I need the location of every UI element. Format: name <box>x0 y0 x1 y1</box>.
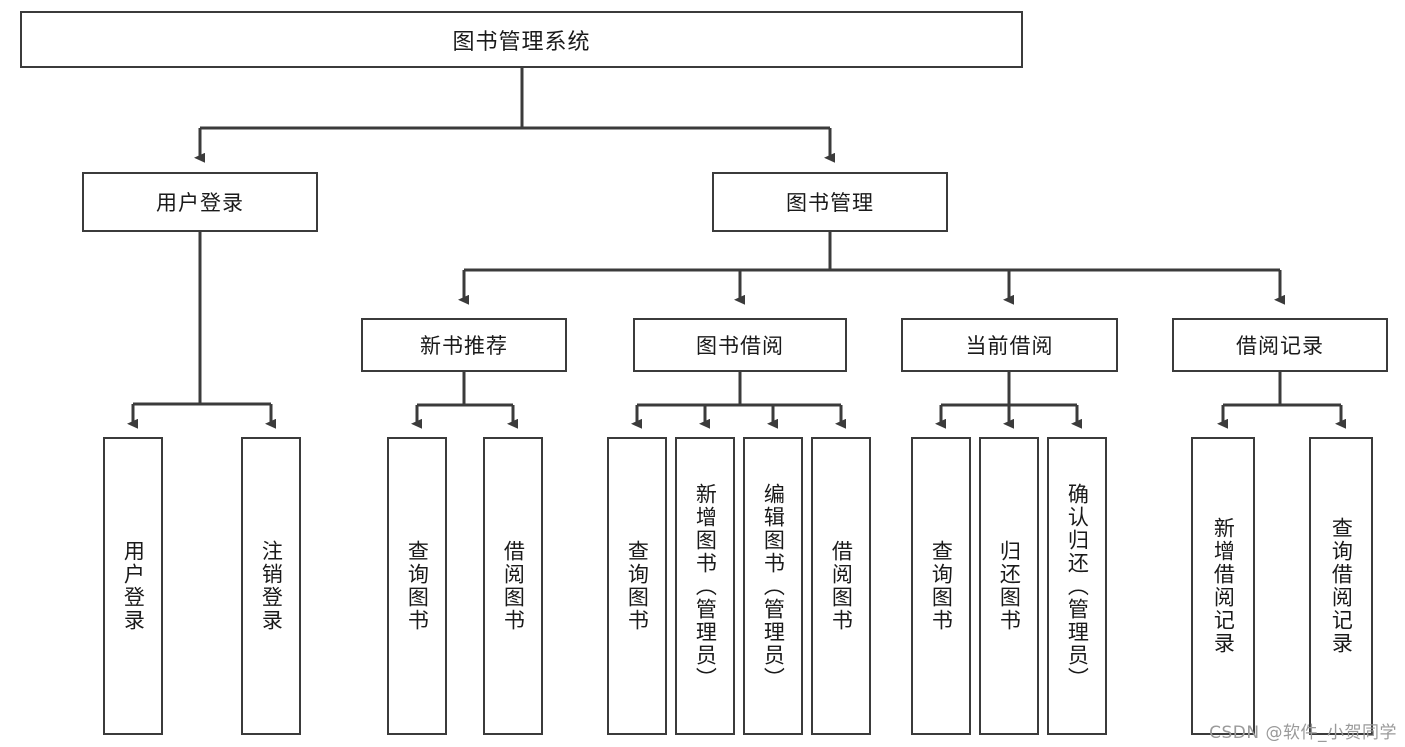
leaf-label: 确认归还（管理员） <box>1065 482 1090 690</box>
leaf-borrow-record-add[interactable]: 新增借阅记录 <box>1191 437 1255 735</box>
node-book-borrow-label: 图书借阅 <box>696 334 784 358</box>
leaf-label: 查询图书 <box>929 540 954 632</box>
node-user-login-label: 用户登录 <box>156 191 244 215</box>
leaf-current-borrow-return[interactable]: 归还图书 <box>979 437 1039 735</box>
leaf-label: 借阅图书 <box>501 540 526 632</box>
node-book-manage-label: 图书管理 <box>786 191 874 215</box>
leaf-label: 借阅图书 <box>829 540 854 632</box>
node-book-manage[interactable]: 图书管理 <box>712 172 948 232</box>
node-borrow-record[interactable]: 借阅记录 <box>1172 318 1388 372</box>
node-book-borrow[interactable]: 图书借阅 <box>633 318 847 372</box>
watermark: CSDN @软件_小贺同学 <box>1209 723 1397 743</box>
leaf-new-book-query[interactable]: 查询图书 <box>387 437 447 735</box>
leaf-book-borrow-add[interactable]: 新增图书（管理员） <box>675 437 735 735</box>
leaf-user-login-login[interactable]: 用户登录 <box>103 437 163 735</box>
node-new-book[interactable]: 新书推荐 <box>361 318 567 372</box>
leaf-current-borrow-confirm[interactable]: 确认归还（管理员） <box>1047 437 1107 735</box>
leaf-label: 用户登录 <box>121 540 146 632</box>
leaf-label: 查询图书 <box>405 540 430 632</box>
node-user-login[interactable]: 用户登录 <box>82 172 318 232</box>
node-root-label: 图书管理系统 <box>452 29 591 55</box>
leaf-label: 新增借阅记录 <box>1211 517 1236 655</box>
leaf-new-book-borrow[interactable]: 借阅图书 <box>483 437 543 735</box>
leaf-book-borrow-edit[interactable]: 编辑图书（管理员） <box>743 437 803 735</box>
node-new-book-label: 新书推荐 <box>420 334 508 358</box>
leaf-label: 查询图书 <box>625 540 650 632</box>
leaf-label: 新增图书（管理员） <box>693 482 718 690</box>
node-current-borrow[interactable]: 当前借阅 <box>901 318 1118 372</box>
node-root[interactable]: 图书管理系统 <box>20 11 1023 68</box>
leaf-label: 归还图书 <box>997 540 1022 632</box>
leaf-current-borrow-query[interactable]: 查询图书 <box>911 437 971 735</box>
leaf-book-borrow-borrow[interactable]: 借阅图书 <box>811 437 871 735</box>
leaf-label: 注销登录 <box>259 540 284 632</box>
leaf-book-borrow-query[interactable]: 查询图书 <box>607 437 667 735</box>
leaf-borrow-record-query[interactable]: 查询借阅记录 <box>1309 437 1373 735</box>
node-current-borrow-label: 当前借阅 <box>965 334 1054 358</box>
node-borrow-record-label: 借阅记录 <box>1236 334 1324 358</box>
leaf-user-login-logout[interactable]: 注销登录 <box>241 437 301 735</box>
leaf-label: 编辑图书（管理员） <box>761 482 786 690</box>
leaf-label: 查询借阅记录 <box>1329 517 1354 655</box>
